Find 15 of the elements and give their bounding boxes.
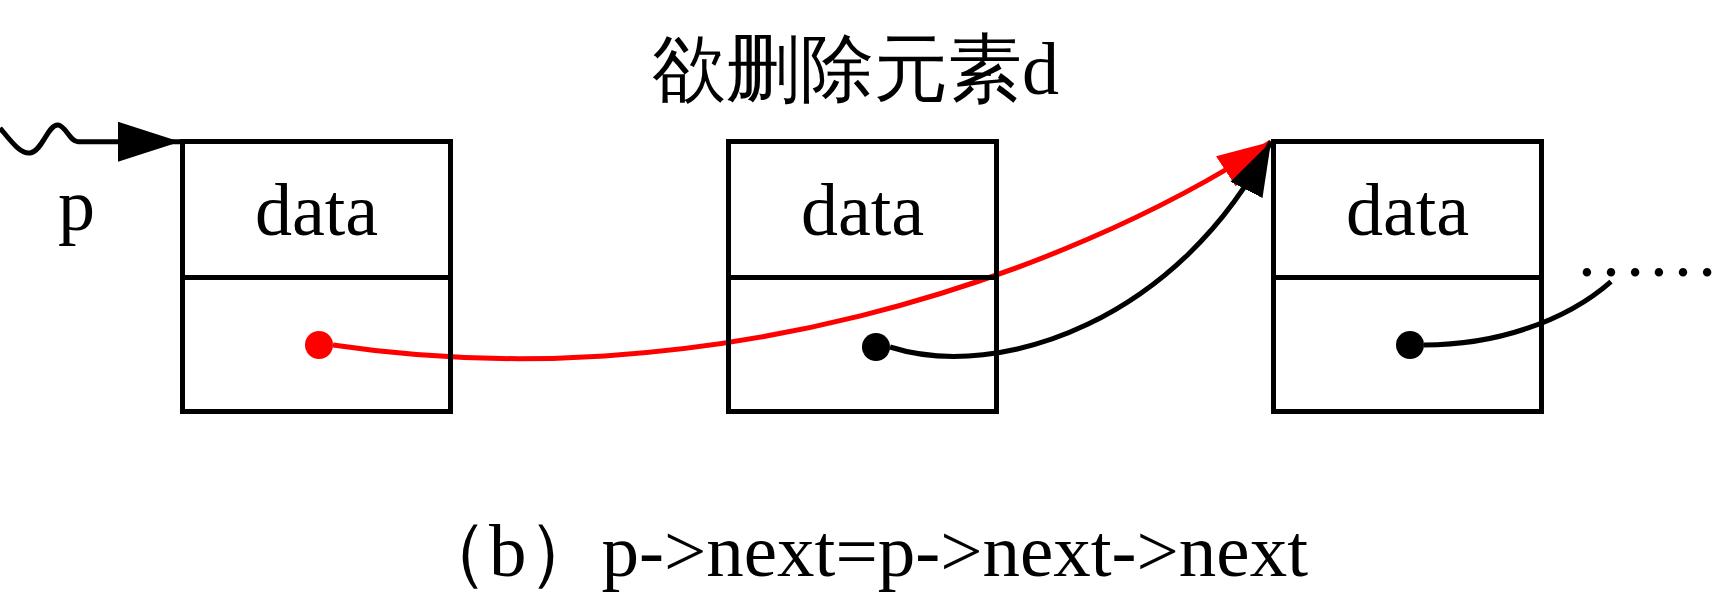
list-node — [726, 139, 999, 414]
field-label: data — [731, 144, 994, 275]
field-label: data — [185, 144, 448, 275]
connector-line — [1423, 279, 1613, 348]
ellipsis-label: …… — [1575, 224, 1719, 282]
arrow — [889, 140, 1274, 359]
arrow — [332, 139, 1273, 362]
list-node — [180, 139, 453, 414]
list-node — [1271, 139, 1544, 414]
node-caption: 欲删除元素d — [652, 32, 1059, 106]
arrow — [0, 121, 180, 162]
dot-icon — [1396, 331, 1424, 359]
field-label: data — [1276, 144, 1539, 275]
dot-icon — [305, 331, 333, 359]
dot-icon — [862, 333, 890, 361]
